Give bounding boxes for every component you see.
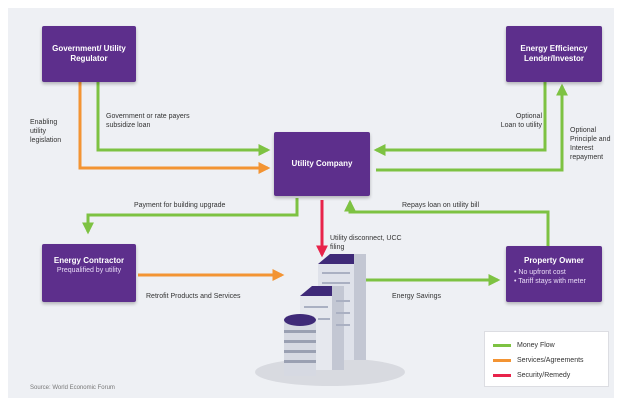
arrow-legislation <box>78 80 271 174</box>
legend: Money Flow Services/Agreements Security/… <box>484 331 609 387</box>
owner-bullet: • Tariff stays with meter <box>514 278 586 285</box>
owner-bullet: • No upfront cost <box>514 269 566 276</box>
node-contractor: Energy Contractor Prequalified by utilit… <box>42 244 136 302</box>
node-contractor-title: Energy Contractor <box>53 256 125 265</box>
node-owner-title: Property Owner <box>523 256 584 265</box>
node-utility-title: Utility Company <box>291 159 353 168</box>
label-subsidized: Government or rate payers subsidize loan <box>106 113 190 129</box>
node-government-title: Government/ Utility Regulator <box>52 44 126 63</box>
legend-swatch-money <box>493 343 511 347</box>
label-payment-upgrade: Payment for building upgrade <box>134 202 226 209</box>
arrow-subsidy <box>96 80 271 156</box>
node-owner-bullets: • No upfront cost • Tariff stays with me… <box>514 268 594 286</box>
building-illustration <box>255 254 405 386</box>
node-government: Government/ Utility Regulator <box>42 26 136 82</box>
arrow-optional-loan <box>373 80 547 156</box>
node-contractor-subtitle: Prequalified by utility <box>56 267 122 274</box>
legend-item-security: Security/Remedy <box>493 370 570 380</box>
legend-label-money: Money Flow <box>517 341 555 349</box>
legend-item-services: Services/Agreements <box>493 355 584 365</box>
node-lender-title: Energy Efficiency Lender/Investor <box>520 44 588 63</box>
legend-item-money: Money Flow <box>493 340 555 350</box>
label-savings: Energy Savings <box>392 293 442 300</box>
label-optional-repayment: Optional Principle and Interest repaymen… <box>570 127 611 161</box>
node-lender: Energy Efficiency Lender/Investor <box>506 26 602 82</box>
label-optional-loan: Optional Loan to utility <box>500 113 542 129</box>
source-note: Source: World Economic Forum <box>30 385 115 391</box>
node-utility: Utility Company <box>274 132 370 196</box>
arrow-optional-repayment <box>376 83 568 172</box>
node-owner: Property Owner • No upfront cost • Tarif… <box>506 246 602 302</box>
legend-swatch-security <box>493 373 511 377</box>
arrow-repays-loan <box>344 199 550 246</box>
arrow-payment-upgrade <box>82 198 299 235</box>
legend-label-services: Services/Agreements <box>517 356 584 364</box>
label-enabling: Enabling utility legislation <box>30 119 62 144</box>
legend-swatch-services <box>493 358 511 362</box>
label-retrofit: Retrofit Products and Services <box>146 293 241 300</box>
legend-label-security: Security/Remedy <box>517 371 571 379</box>
label-disconnect: Utility disconnect, UCC filing <box>330 235 402 251</box>
label-repays-loan: Repays loan on utility bill <box>402 202 480 209</box>
